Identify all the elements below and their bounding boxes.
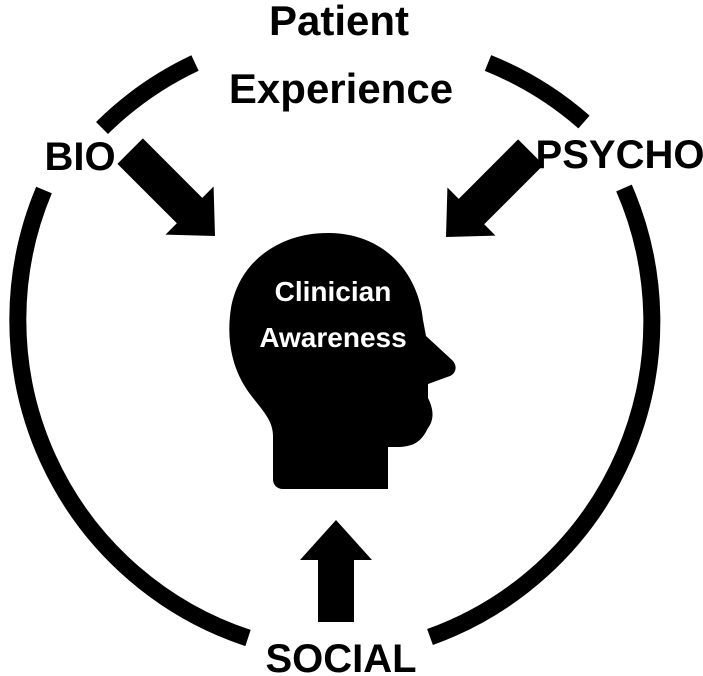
arrow-icon [446, 139, 544, 237]
head-icon [229, 232, 456, 489]
title-line2: Experience [229, 65, 453, 112]
arc-top-right [484, 55, 590, 129]
arc-top-left [96, 55, 199, 135]
bio-label: BIO [44, 135, 115, 179]
arrows [117, 138, 544, 622]
arrow-icon [300, 520, 372, 622]
social-label: SOCIAL [265, 637, 416, 676]
psycho-label: PSYCHO [536, 133, 703, 177]
arc-right [427, 184, 661, 645]
title-line1: Patient [269, 0, 409, 44]
center-line2: Awareness [259, 322, 406, 353]
cycle-ring [9, 55, 661, 647]
center-line1: Clinician [275, 276, 392, 307]
arrow-icon [117, 138, 215, 236]
arc-left [9, 186, 251, 647]
